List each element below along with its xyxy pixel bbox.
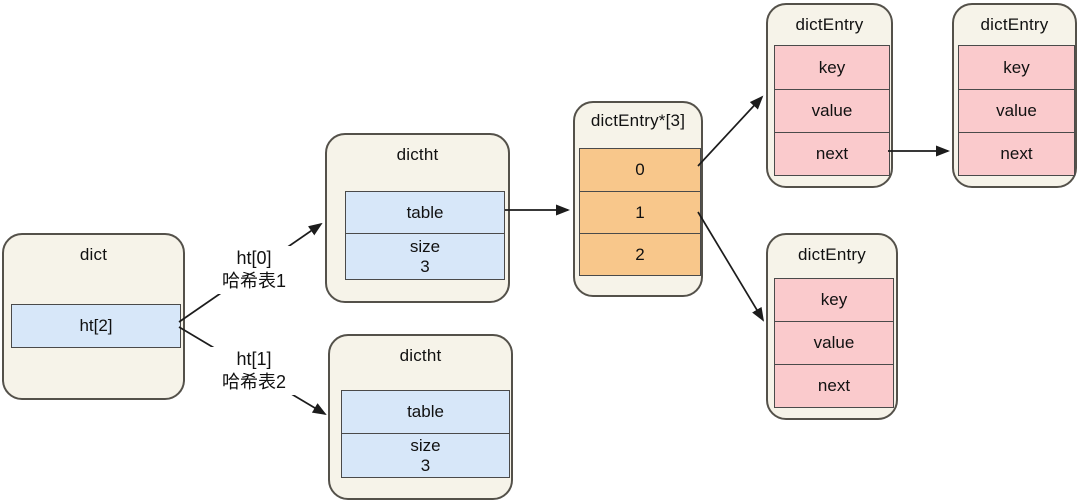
node-dictentry-chain-2-title: dictEntry [980,15,1049,34]
node-dict-cells: ht[2] [11,304,181,348]
field-value: value [775,321,893,364]
node-dictht-bottom-title: dictht [399,346,442,365]
node-dictentry-bucket-1-fields: key value next [774,278,894,408]
edge-label-ht1-line2: 哈希表2 [221,372,286,392]
arrow-slot1-to-bucket1 [697,211,765,322]
node-dictht-top-cells: table size 3 [345,191,505,280]
slot-1: 1 [580,191,700,233]
node-dictht-bottom-cells: table size 3 [341,390,510,478]
field-next: next [775,364,893,407]
node-dict-title: dict [79,245,108,264]
edge-label-ht0: ht[0] 哈希表1 [208,246,300,294]
node-dictentry-array-title: dictEntry*[3] [590,111,686,130]
edge-label-ht0-line2: 哈希表1 [221,271,286,291]
cell-table: table [342,391,509,433]
node-dictentry-bucket-1: dictEntry key value next [766,233,898,420]
field-key: key [775,279,893,321]
edge-label-ht1: ht[1] 哈希表2 [208,347,300,395]
node-dictentry-array: dictEntry*[3] 0 1 2 [573,101,703,297]
field-key: key [775,46,889,89]
cell-size-label: size [409,236,441,256]
node-dictentry-chain-1-title: dictEntry [795,15,864,34]
cell-size-value: 3 [420,455,431,475]
node-dict: dict ht[2] [2,233,185,400]
node-dictht-top-title: dictht [396,145,439,164]
field-key: key [959,46,1074,89]
cell-size-value: 3 [420,256,430,276]
field-value: value [775,89,889,132]
edge-label-ht1-line1: ht[1] [236,349,272,369]
cell-ht2: ht[2] [12,305,180,347]
node-dictentry-chain-2-fields: key value next [958,45,1075,176]
node-dictentry-array-slots: 0 1 2 [579,148,701,276]
cell-size-label: size [410,435,441,455]
node-dictentry-chain-1: dictEntry key value next [766,3,893,188]
node-dictht-top: dictht table size 3 [325,133,510,303]
field-next: next [959,132,1074,175]
cell-table: table [346,192,504,233]
cell-size: size 3 [346,233,504,279]
cell-size: size 3 [342,433,509,477]
field-value: value [959,89,1074,132]
node-dictentry-bucket-1-title: dictEntry [798,245,866,264]
arrow-slot0-to-chain1 [697,95,764,167]
node-dictht-bottom: dictht table size 3 [328,334,513,500]
node-dictentry-chain-2: dictEntry key value next [952,3,1077,188]
slot-2: 2 [580,233,700,275]
slot-0: 0 [580,149,700,191]
edge-label-ht0-line1: ht[0] [236,248,272,268]
field-next: next [775,132,889,175]
node-dictentry-chain-1-fields: key value next [774,45,890,176]
